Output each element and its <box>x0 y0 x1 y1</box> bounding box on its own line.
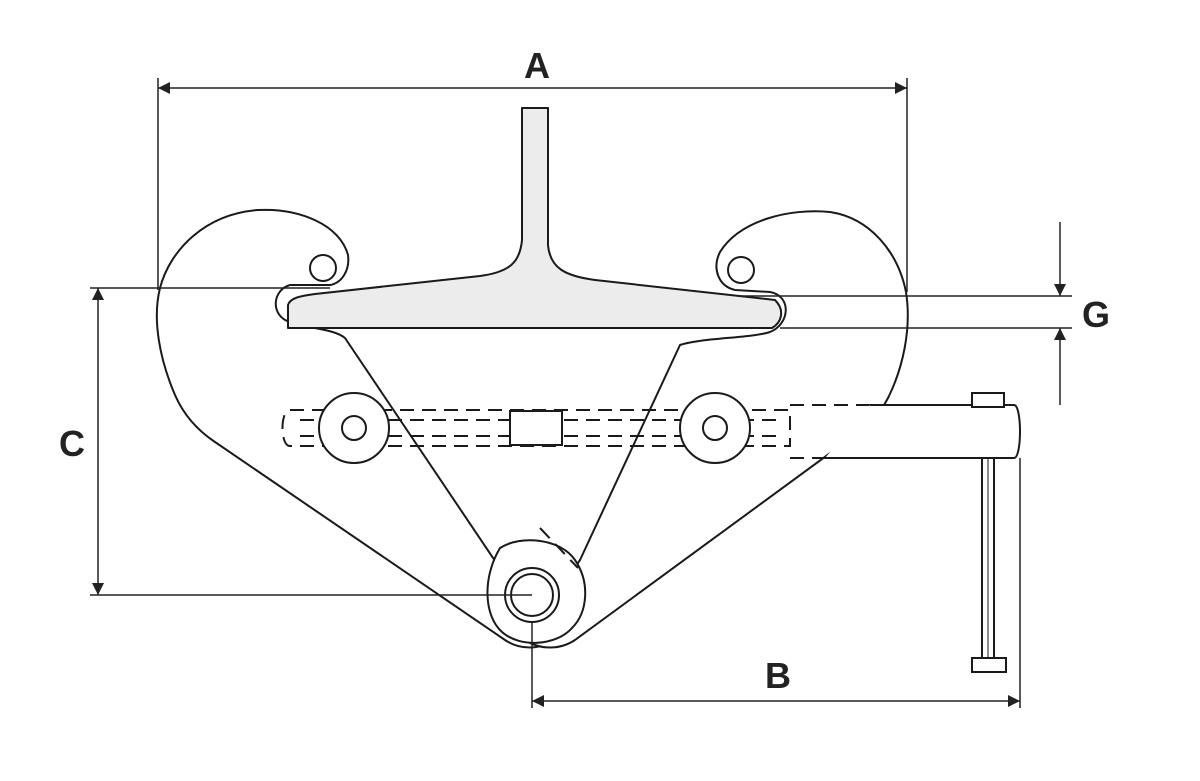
dim-c-label: C <box>59 423 85 464</box>
left-spindle-hole <box>341 415 367 441</box>
handle-housing-dashed <box>790 404 870 459</box>
right-jaw-hole <box>727 256 755 284</box>
handle-housing <box>825 404 1021 459</box>
beam-section <box>287 107 783 329</box>
dimension-a <box>157 78 908 292</box>
left-spindle-boss <box>318 392 390 464</box>
right-spindle-boss <box>679 392 751 464</box>
handle-cap-top <box>971 392 1005 408</box>
dimension-g <box>740 222 1072 405</box>
i-beam <box>287 107 783 329</box>
spindle-nut <box>509 410 563 446</box>
dim-a-label: A <box>524 45 550 86</box>
dim-b-label: B <box>765 655 791 696</box>
handle-cap-bottom <box>971 657 1007 673</box>
dimension-b <box>531 458 1021 708</box>
dim-g-label: G <box>1082 294 1110 335</box>
hidden-edge <box>539 527 579 569</box>
right-spindle-hole <box>702 415 728 441</box>
pivot-eye <box>486 539 587 644</box>
left-jaw-hole <box>309 254 337 282</box>
spindle-assembly <box>281 392 1021 673</box>
dimension-c <box>90 287 532 596</box>
